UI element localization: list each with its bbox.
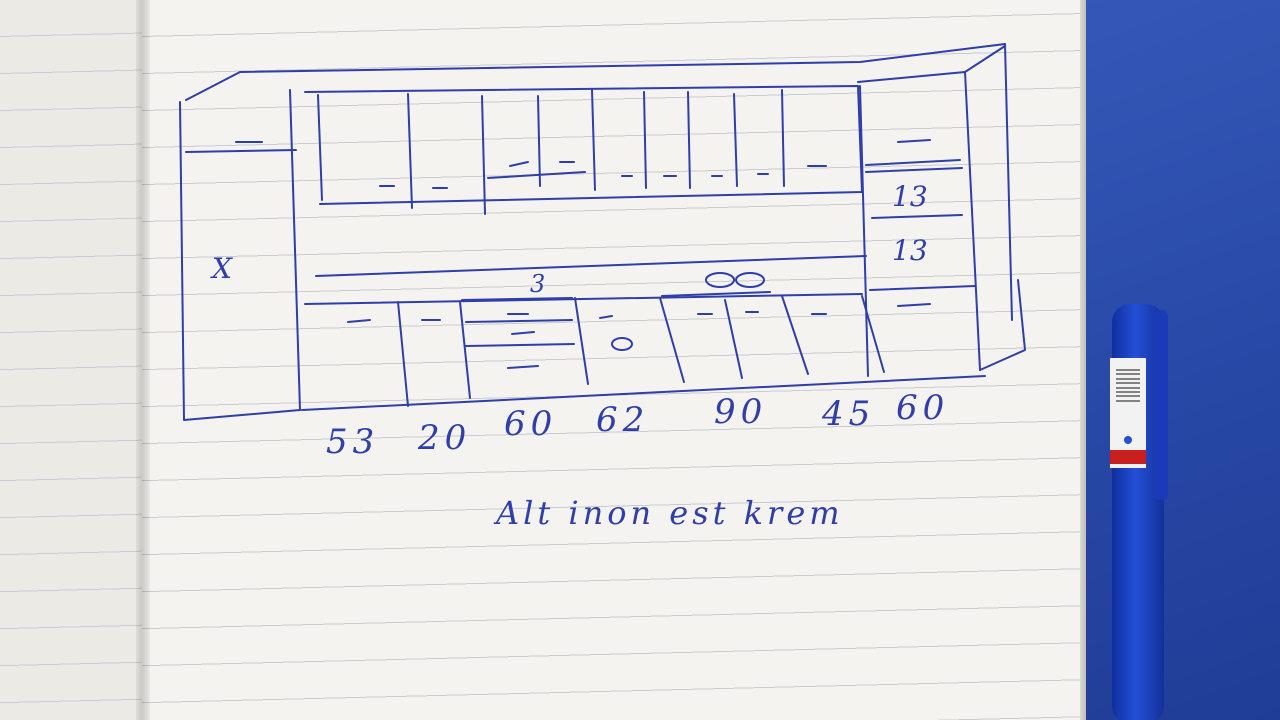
- cabinet-width-6: 45: [822, 394, 876, 434]
- cabinet-width-4: 62: [596, 400, 650, 440]
- cabinet-width-3: 60: [504, 404, 558, 444]
- cabinet-width-7: 60: [896, 388, 950, 428]
- table-surface: [1060, 0, 1280, 720]
- notebook-left-page: [0, 0, 142, 720]
- cabinet-width-1: 53: [326, 422, 380, 462]
- tall-unit-upper-label: 13: [892, 180, 928, 213]
- notebook-page-edge: [1080, 0, 1086, 720]
- ballpoint-pen: [1110, 304, 1168, 720]
- drawer-note-mark: 3: [530, 270, 546, 298]
- tall-unit-lower-label: 13: [892, 234, 928, 267]
- cabinet-width-2: 20: [418, 418, 472, 458]
- sketch-caption: Alt inon est krem: [496, 494, 844, 532]
- side-wall-mark: X: [212, 252, 232, 285]
- notebook-gutter: [136, 0, 150, 720]
- cabinet-width-5: 90: [714, 392, 768, 432]
